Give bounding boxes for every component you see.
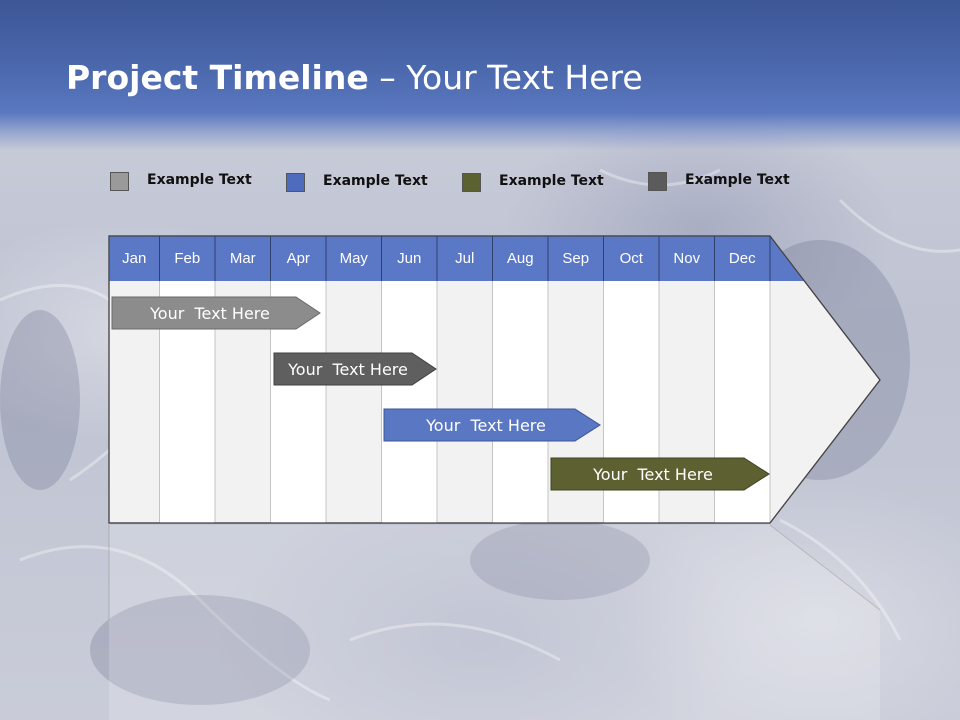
legend-swatch-olive [462, 173, 481, 192]
legend-label: Example Text [499, 173, 604, 189]
title-dash: – [368, 58, 407, 97]
month-label-jul: Jul [455, 250, 475, 267]
month-label-aug: Aug [506, 250, 534, 267]
task-bar-label-2: Your Text Here [288, 360, 408, 379]
month-label-feb: Feb [174, 250, 201, 267]
timeline-reflection [109, 525, 880, 720]
reflection-edge [769, 524, 881, 611]
legend-swatch-dark-gray [648, 172, 667, 191]
legend-label: Example Text [685, 172, 790, 188]
task-bar-label-4: Your Text Here [593, 465, 713, 484]
task-bar-4 [550, 457, 770, 491]
title-bold-text: Project Timeline [66, 58, 369, 97]
month-header-strip [109, 236, 804, 281]
month-label-mar: Mar [229, 250, 256, 267]
month-label-may: May [339, 250, 368, 267]
legend-label: Example Text [323, 173, 428, 189]
month-label-apr: Apr [286, 250, 310, 267]
title-banner [0, 0, 960, 150]
title-subtext: Your Text Here [406, 58, 643, 97]
legend-swatch-gray [110, 172, 129, 191]
legend-label: Example Text [147, 172, 252, 188]
month-label-sep: Sep [562, 250, 590, 267]
header-dividers [159, 236, 771, 281]
slide-title: Project Timeline – Your Text Here [66, 58, 643, 97]
task-bar-label-1: Your Text Here [150, 304, 270, 323]
month-label-dec: Dec [728, 250, 756, 267]
task-bar-label-3: Your Text Here [426, 416, 546, 435]
month-label-jun: Jun [397, 250, 422, 267]
month-label-nov: Nov [673, 250, 701, 267]
task-bar-2 [273, 352, 437, 386]
month-column [381, 281, 437, 523]
timeline-arrow-outline [108, 235, 881, 524]
legend-swatch-blue [286, 173, 305, 192]
month-label-jan: Jan [122, 250, 147, 267]
task-bar-3 [383, 408, 601, 442]
task-bar-1 [111, 296, 321, 330]
month-column [492, 281, 548, 523]
month-label-oct: Oct [619, 250, 643, 267]
